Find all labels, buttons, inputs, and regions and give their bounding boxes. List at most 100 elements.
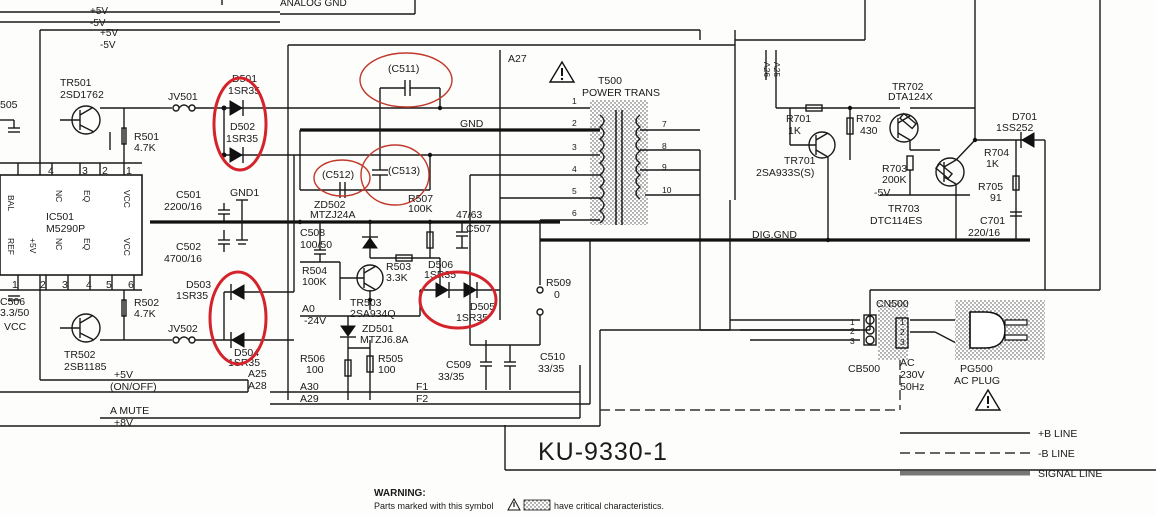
cn500-pin2-1: 1 <box>900 317 905 327</box>
r701-name: R701 <box>786 113 811 125</box>
cn500-connector <box>730 300 961 360</box>
zd502-name: ZD502 <box>314 199 346 211</box>
bottom-nets <box>0 240 1100 427</box>
ic-pin-label-eq2: EQ <box>82 238 92 251</box>
ic-pin-label-ref: REF <box>6 238 16 255</box>
c501-value: 2200/16 <box>164 201 202 213</box>
c513-highlight-circle <box>360 144 430 206</box>
r705-value: 91 <box>990 192 1002 204</box>
d503-name: D503 <box>186 279 211 291</box>
ic-pin-label-plus5v: +5V <box>28 238 38 254</box>
cn500-pin-1: 1 <box>850 317 855 327</box>
t500-pin-8: 8 <box>662 141 667 151</box>
r504-name: R504 <box>302 265 327 277</box>
c508-name: C508 <box>300 227 325 239</box>
tr502-name: TR502 <box>64 349 96 361</box>
t500-pin-1: 1 <box>572 96 577 106</box>
d503-part: 1SR35 <box>176 290 208 302</box>
warning-text-a: Parts marked with this symbol <box>374 501 494 511</box>
plus5v-onoff-label: +5V <box>114 369 133 381</box>
warning-symbol-icon <box>507 497 521 511</box>
warning-triangle-plug-icon <box>974 388 1002 411</box>
ic-pin-label-nc: NC <box>54 190 64 202</box>
t500-pin-7: 7 <box>662 119 667 129</box>
cn500-label: CN500 <box>876 298 909 310</box>
ic501-name: IC501 <box>46 211 74 223</box>
r501-value: 4.7K <box>134 142 156 154</box>
tr502-symbol <box>60 290 160 343</box>
r509-symbol <box>536 286 544 345</box>
d502-part: 1SR35 <box>226 133 258 145</box>
ic-bottom-pin-6: 6 <box>128 279 134 291</box>
r704-name: R704 <box>984 147 1009 159</box>
t500-pin-6: 6 <box>572 208 577 218</box>
d503-d504-highlight-ring <box>208 270 268 366</box>
ic-bottom-pin-2: 2 <box>40 279 46 291</box>
d505-part: 1SR35 <box>456 312 488 324</box>
zd501-r505-r506 <box>300 290 421 400</box>
plus5v-rail-label: +5V <box>100 28 118 39</box>
ic-pin-label-vcc: VCC <box>122 190 132 208</box>
right-regulator <box>765 50 1046 290</box>
warning-title: WARNING: <box>374 488 426 499</box>
c511-highlight-circle <box>359 52 453 108</box>
jv501-label: JV501 <box>168 91 198 103</box>
c502-value: 4700/16 <box>164 253 202 265</box>
r503-value: 3.3K <box>386 272 408 284</box>
r505-value: 100 <box>378 364 396 376</box>
t500-pin-3: 3 <box>572 142 577 152</box>
c501-c502-gnd1 <box>150 199 560 252</box>
c701-name: C701 <box>980 215 1005 227</box>
a25-top-label: A25 <box>772 62 782 77</box>
c510-name: C510 <box>540 351 565 363</box>
a26-top-label: A26 <box>762 62 772 77</box>
r701-value: 1K <box>788 125 801 137</box>
tr703-name: TR703 <box>888 203 920 215</box>
ic-bottom-pin-3: 3 <box>62 279 68 291</box>
t500-pin-10: 10 <box>662 185 672 195</box>
plus8v-label: +8V <box>114 417 133 429</box>
c507-name: C507 <box>466 223 491 235</box>
zd502-part: MTZJ24A <box>310 209 356 221</box>
dig-gnd-label: DIG.GND <box>752 229 797 241</box>
ic-top-pin-3: 3 <box>82 165 88 177</box>
c513-label: (C513) <box>388 165 420 177</box>
r503-name: R503 <box>386 261 411 273</box>
ic-top-pin-1: 1 <box>126 165 132 177</box>
gnd-net-label: GND <box>460 118 484 130</box>
r703-value: 200K <box>882 174 907 186</box>
onoff-label: (ON/OFF) <box>110 381 157 393</box>
tr701-part: 2SA933S(S) <box>756 167 814 179</box>
tr703-part: DTC114ES <box>870 215 922 227</box>
cb500-label: CB500 <box>848 363 880 375</box>
ic-top-pin-505: 505 <box>0 99 18 111</box>
tr501-name: TR501 <box>60 77 92 89</box>
ic-pin-label-bal: BAL <box>6 195 16 211</box>
zd501-name: ZD501 <box>362 323 394 335</box>
a30-label: A30 <box>300 381 319 393</box>
r705-name: R705 <box>978 181 1003 193</box>
tr501-symbol <box>60 105 160 163</box>
a25-label: A25 <box>248 368 267 380</box>
d503-d504-symbols <box>223 284 294 348</box>
r507-value: 100K <box>408 203 433 215</box>
f2-label: F2 <box>416 393 428 405</box>
zd502-r507-c507-c508 <box>297 219 468 300</box>
ic-pin-label-eq: EQ <box>82 190 92 203</box>
f1-label: F1 <box>416 381 428 393</box>
ic-bottom-pin-1: 1 <box>12 279 18 291</box>
warning-triangle-transformer-icon <box>548 60 576 83</box>
tr503-name: TR503 <box>350 297 382 309</box>
d501-d502-highlight-ring <box>212 76 268 172</box>
c502-name: C502 <box>176 241 201 253</box>
cn500-pin2-2: 2 <box>900 327 905 337</box>
tr702-name: TR702 <box>892 81 924 93</box>
amute-label: A MUTE <box>110 405 149 417</box>
ic501-block <box>0 162 143 291</box>
t500-name: T500 <box>598 75 622 87</box>
legend-plusb-label: +B LINE <box>1038 428 1077 440</box>
ic-pin-label-nc2: NC <box>54 238 64 250</box>
t500-pin-4: 4 <box>572 164 577 174</box>
cn500-pin2-3: 3 <box>900 337 905 347</box>
warning-text-b: have critical characteristics. <box>554 501 664 511</box>
